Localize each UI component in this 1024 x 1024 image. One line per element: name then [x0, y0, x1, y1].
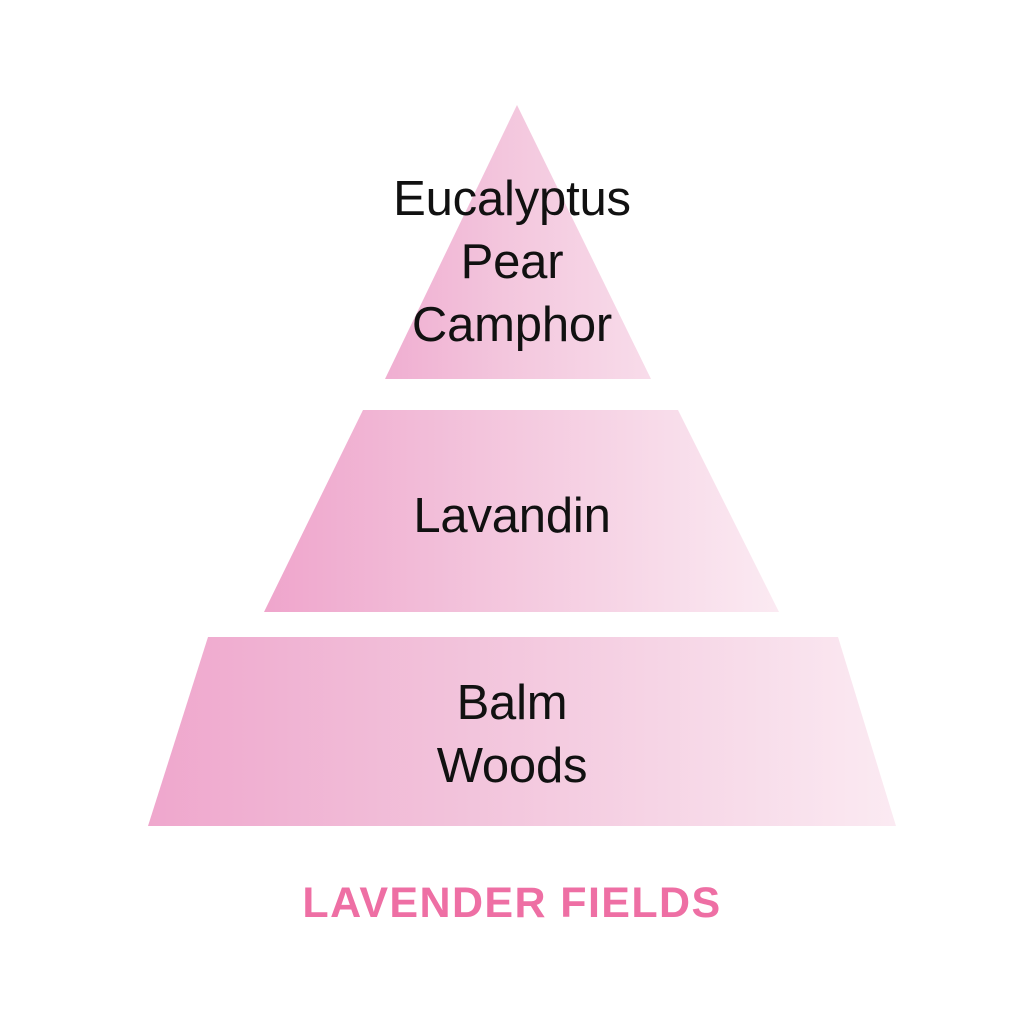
pyramid-caption: LAVENDER FIELDS: [302, 879, 722, 927]
